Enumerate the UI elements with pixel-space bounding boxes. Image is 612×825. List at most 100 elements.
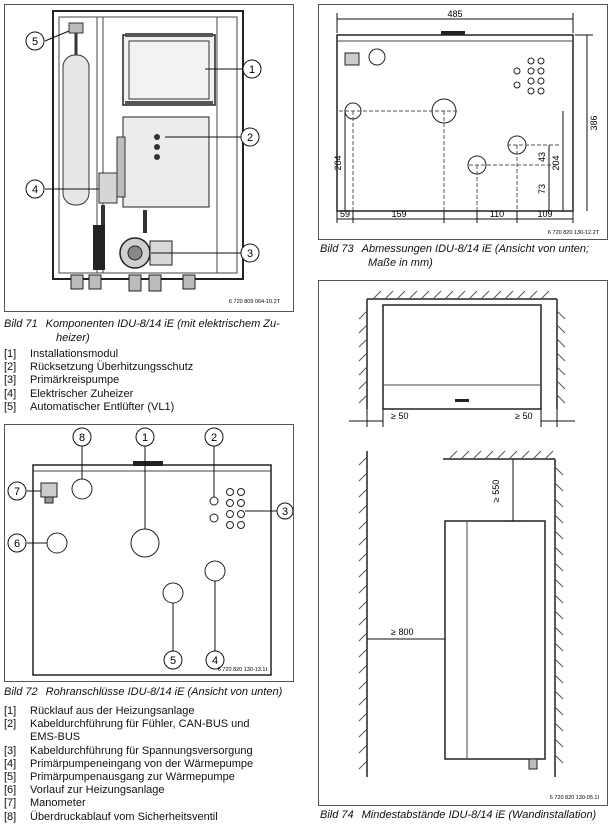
legend-item: [1] Rücklauf aus der Heizungsanlage [4, 705, 296, 718]
figure-74-caption: Bild 74 Mindestabstände IDU-8/14 iE (Wand… [320, 808, 610, 822]
figure-72-legend: [1] Rücklauf aus der Heizungsanlage [2] Ka… [4, 705, 296, 824]
figure-72-code: 6 720 820 130-13.1I [218, 667, 268, 673]
legend-text: EMS-BUS [30, 731, 81, 744]
legend-number: [2] [4, 718, 17, 731]
legend-number: [8] [4, 810, 17, 823]
legend-number: [6] [4, 784, 17, 797]
figure-74-caption-number: Bild 74 [320, 809, 354, 821]
dim-top: ≥ 550 [491, 480, 501, 502]
figure-71-caption-number: Bild 71 [4, 318, 38, 330]
dim-204-right: 204 [551, 155, 561, 170]
legend-item: [3]Kabeldurchführung für Spannungsversor… [4, 745, 296, 758]
legend-item: [7] Manometer [4, 797, 296, 810]
figure-73-caption-line2: Maße in mm) [368, 257, 433, 269]
figure-72-pipe-connections: 1 2 3 4 5 6 7 8 6 720 820 130-13.1I [4, 424, 294, 682]
legend-item: [5] Primärpumpenausgang zur Wärmepumpe [4, 771, 296, 784]
legend-number: [1] [4, 348, 17, 360]
legend-text: Primärkreispumpe [30, 374, 120, 387]
figure-71-legend: [1]Installationsmodul [2] Rücksetzung Übe… [4, 348, 294, 414]
callout-8-label: 8 [79, 432, 85, 444]
legend-item: [6] Vorlauf zur Heizungsanlage [4, 784, 296, 797]
callout-1 [242, 59, 262, 79]
legend-number: [5] [4, 400, 17, 413]
dim-width: 485 [447, 9, 462, 19]
legend-number: [3] [4, 744, 17, 757]
callout-3-label: 3 [247, 248, 253, 260]
callout-3 [240, 243, 260, 263]
callout-2-label: 2 [247, 132, 253, 144]
figure-71-caption-line2: heizer) [56, 332, 90, 344]
legend-text: Manometer [30, 797, 86, 810]
figure-74-caption-text: Mindestabstände IDU-8/14 iE (Wandinstall… [361, 809, 597, 821]
callout-7-label: 7 [14, 486, 20, 498]
callout-3 [276, 502, 293, 520]
figure-71-drawing: 1 2 3 4 5 6 720 809 064-10.2T [25, 10, 281, 305]
legend-item: [5]Automatischer Entlüfter (VL1) [4, 401, 294, 414]
dim-110: 110 [490, 209, 504, 219]
callout-2-label: 2 [211, 432, 217, 444]
legend-text: Kabeldurchführung für Fühler, CAN-BUS un… [30, 718, 250, 731]
callout-8 [72, 427, 92, 447]
callout-6 [7, 533, 27, 553]
callout-5-label: 5 [170, 655, 176, 667]
legend-number: [7] [4, 797, 17, 810]
callout-4-label: 4 [32, 184, 38, 196]
callout-4 [205, 650, 225, 670]
callout-1-label: 1 [142, 432, 148, 444]
dim-front: ≥ 800 [391, 627, 413, 637]
callout-2 [204, 427, 224, 447]
dim-204-left: 204 [333, 155, 343, 170]
legend-item: [3]Primärkreispumpe [4, 374, 294, 387]
callout-2 [240, 127, 260, 147]
figure-73-caption-number: Bild 73 [320, 243, 354, 255]
legend-item: [1]Installationsmodul [4, 348, 294, 361]
callout-7 [7, 481, 27, 501]
callout-3-label: 3 [282, 506, 288, 518]
figure-72-caption: Bild 72 Rohranschlüsse IDU-8/14 iE (Ansic… [4, 685, 296, 699]
figure-71-caption-line1: Komponenten IDU-8/14 iE (mit elektrische… [45, 318, 280, 330]
legend-number: [1] [4, 705, 17, 717]
legend-number: [5] [4, 771, 17, 784]
callout-5 [163, 650, 183, 670]
figure-74-minimum-clearances: ≥ 50 ≥ 50 [318, 280, 608, 806]
legend-item: [4] Elektrischer Zuheizer [4, 388, 294, 401]
legend-item: [8] Überdruckablauf vom Sicherheitsventil [4, 811, 296, 824]
callout-5 [25, 31, 45, 51]
legend-text: Vorlauf zur Heizungsanlage [30, 784, 165, 797]
dim-side-left: ≥ 50 [391, 411, 408, 421]
callout-1-label: 1 [249, 64, 255, 76]
dim-73: 73 [537, 184, 547, 194]
figure-73-drawing: 485 386 204 43 204 [333, 9, 600, 236]
figure-73-dimensions: 485 386 204 43 204 [318, 4, 608, 240]
dim-59: 59 [340, 209, 350, 219]
legend-text: Rücksetzung Überhitzungsschutz [30, 361, 194, 374]
legend-number: [4] [4, 757, 17, 770]
callout-1 [135, 427, 155, 447]
legend-item: EMS-BUS [4, 731, 296, 744]
legend-text: Elektrischer Zuheizer [30, 387, 134, 400]
legend-text: Primärpumpeneingang von der Wärmepumpe [30, 757, 254, 770]
callout-5-label: 5 [32, 36, 38, 48]
figure-74-code: 6 720 820 130-05.1I [550, 795, 600, 801]
figure-71-caption: Bild 71 Komponenten IDU-8/14 iE (mit elek… [4, 317, 294, 345]
figure-73-caption-line1: Abmessungen IDU-8/14 iE (Ansicht von unt… [361, 243, 590, 255]
figure-72-caption-text: Rohranschlüsse IDU-8/14 iE (Ansicht von … [45, 686, 283, 698]
legend-number: [2] [4, 361, 17, 374]
legend-text: Rücklauf aus der Heizungsanlage [30, 705, 195, 717]
legend-number: [4] [4, 387, 17, 400]
callout-4-label: 4 [212, 655, 218, 667]
legend-text: Primärpumpenausgang zur Wärmepumpe [30, 771, 235, 784]
callout-6-label: 6 [14, 538, 20, 550]
legend-item: [2] Kabeldurchführung für Fühler, CAN-BUS… [4, 718, 296, 731]
figure-74-drawing: ≥ 50 ≥ 50 [349, 290, 600, 801]
figure-72-drawing: 1 2 3 4 5 6 7 8 6 720 820 130-13.1I [7, 427, 293, 676]
dim-109: 109 [537, 209, 552, 219]
figure-71-components: 1 2 3 4 5 6 720 809 064-10.2T [4, 4, 294, 312]
figure-72-caption-number: Bild 72 [4, 686, 38, 698]
figure-73-code: 6 720 820 130-12.2T [548, 230, 600, 236]
legend-item: [2] Rücksetzung Überhitzungsschutz [4, 361, 294, 374]
dim-height: 386 [589, 115, 599, 130]
legend-item: [4] Primärpumpeneingang von der Wärmepump… [4, 758, 296, 771]
legend-text: Überdruckablauf vom Sicherheitsventil [30, 810, 218, 823]
legend-number [4, 731, 30, 744]
